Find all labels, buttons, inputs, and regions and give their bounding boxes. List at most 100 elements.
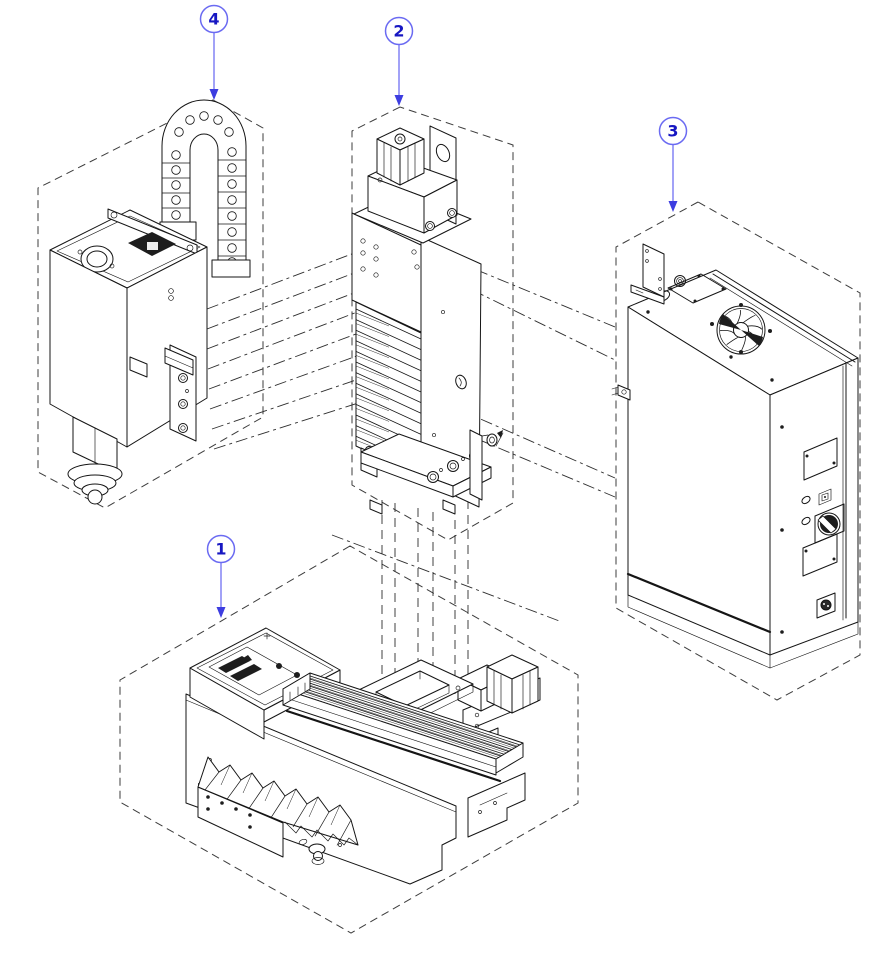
drawing-line — [355, 329, 422, 361]
z-axis-column-assembly — [351, 125, 504, 515]
drawing-line — [719, 314, 741, 330]
drawing-line — [355, 376, 390, 390]
callout-number: 4 — [208, 10, 219, 29]
drawing-line — [726, 336, 740, 345]
drawing-line — [742, 314, 756, 324]
callout-balloon — [199, 4, 229, 34]
drawing-line — [355, 404, 422, 435]
drawing-line — [611, 386, 619, 390]
drawing-line — [627, 594, 771, 669]
drawing-line — [511, 666, 539, 714]
drawing-line — [227, 211, 237, 221]
drawing-line — [442, 499, 456, 515]
drawing-line — [360, 250, 366, 256]
drawing-line — [658, 287, 662, 291]
drawing-line — [658, 277, 662, 281]
drawing-line — [489, 436, 495, 444]
cable-clamp-block — [164, 347, 194, 376]
controller-right-face — [769, 357, 859, 656]
drawing-line — [227, 243, 237, 253]
drawing-line — [213, 115, 223, 125]
drawing-line — [635, 289, 644, 294]
drawing-line — [712, 273, 856, 363]
drawing-line — [617, 384, 631, 401]
drawing-line — [311, 857, 325, 865]
drawing-line — [185, 115, 195, 125]
drawing-line — [282, 696, 497, 768]
drawing-line — [435, 143, 451, 163]
callout-z-axis-column-assembly: 2 — [384, 16, 414, 106]
drawing-line — [220, 764, 231, 786]
side-plug — [611, 384, 631, 401]
drawing-line — [227, 227, 237, 237]
drawing-line — [355, 344, 390, 359]
boundary-box-spindle — [37, 99, 264, 509]
drawing-line — [710, 322, 714, 326]
drawing-line — [739, 303, 743, 307]
drawing-line — [292, 686, 506, 757]
drawing-line — [331, 534, 563, 623]
boundary-box-controller — [615, 201, 861, 701]
drawing-line — [147, 242, 158, 250]
drawing-line — [355, 418, 390, 433]
drawing-line — [289, 688, 503, 759]
drawing-line — [495, 432, 504, 447]
saddle-plate — [351, 212, 422, 333]
drawing-line — [611, 392, 619, 396]
drawing-line — [168, 295, 174, 301]
drawing-line — [171, 150, 181, 160]
screw-a — [801, 495, 811, 505]
drawing-line — [180, 425, 186, 431]
drawing-line — [736, 309, 741, 325]
drawing-line — [186, 244, 194, 252]
drawing-line — [355, 382, 422, 414]
drawing-line — [479, 792, 508, 806]
drawing-line — [455, 685, 461, 691]
drawing-line — [303, 676, 517, 748]
drawing-line — [369, 499, 383, 515]
drawing-line — [248, 825, 252, 829]
xy-stepper-motor — [486, 654, 539, 714]
drawing-line — [338, 843, 342, 847]
usb-port — [818, 488, 832, 506]
drawing-line — [208, 324, 381, 390]
z-stepper-motor — [376, 127, 425, 186]
drawing-line — [427, 223, 433, 229]
drawing-line — [447, 208, 457, 218]
drawing-line — [171, 210, 181, 220]
drawing-line — [227, 195, 237, 205]
drawing-line — [493, 801, 497, 805]
drawing-line — [461, 457, 465, 461]
drawing-line — [171, 165, 181, 175]
drawing-line — [248, 813, 252, 817]
drawing-line — [377, 177, 383, 183]
drawing-line — [227, 163, 237, 173]
drawing-line — [110, 211, 118, 219]
drawing-line — [204, 771, 220, 791]
leveling-knob — [298, 838, 326, 865]
drawing-line — [474, 712, 480, 718]
drawing-line — [817, 512, 841, 536]
drawing-line — [805, 454, 809, 458]
drawing-line — [626, 572, 772, 634]
drawing-line — [355, 351, 422, 382]
saddle-bolt-holes — [360, 238, 420, 278]
drawing-line — [355, 365, 390, 380]
drawing-line — [373, 272, 379, 278]
drawing-line — [227, 179, 237, 189]
right-foot-bracket — [467, 772, 526, 838]
drawing-line — [432, 433, 436, 437]
spindle-nose-tip — [87, 489, 103, 505]
drawing-line — [478, 810, 482, 814]
callout-balloon — [384, 16, 414, 46]
drawing-line — [373, 256, 379, 262]
drawing-line — [220, 801, 224, 805]
drawing-line — [355, 408, 390, 422]
callout-balloon — [206, 534, 236, 564]
drawing-line — [414, 264, 420, 270]
drawing-line — [497, 430, 503, 438]
drawing-line — [298, 838, 308, 846]
drawing-line — [481, 434, 489, 437]
